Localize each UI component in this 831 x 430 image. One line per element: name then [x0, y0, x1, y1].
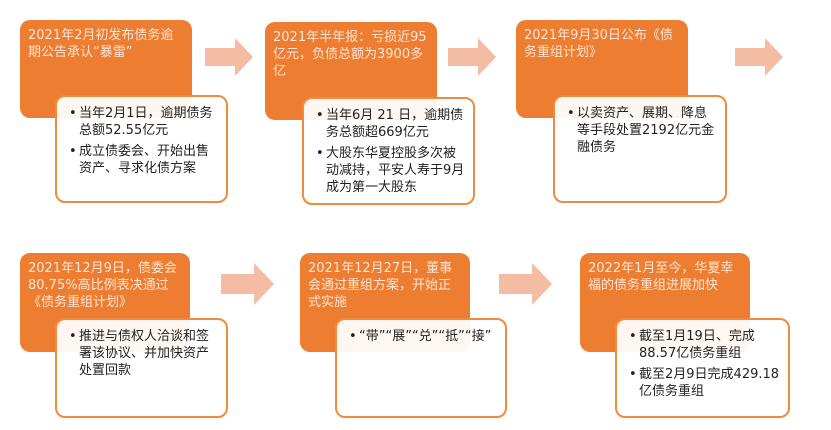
step-1-point: 当年2月1日，逾期债务总额52.55亿元: [69, 105, 218, 139]
step-4-point: 推进与债权人洽谈和签署该协议、并加快资产处置回款: [69, 328, 218, 379]
step-3-point: 以卖资产、展期、降息等手段处置2192亿元金融债务: [567, 105, 717, 156]
step-6-detail: 截至1月19日、完成88.57亿债务重组截至2月9日完成429.18亿债务重组: [615, 318, 790, 418]
step-2-detail: 当年6月 21 日，逾期债务总额超669亿元大股东华夏控股多次被动减持，平安人寿…: [302, 97, 475, 205]
step-5-point: “带”“展”“兑”“抵”“接”: [349, 328, 497, 345]
arrow-right-icon: [735, 38, 783, 76]
step-1-detail: 当年2月1日，逾期债务总额52.55亿元成立债委会、开始出售资产、寻求化债方案: [55, 95, 228, 203]
step-6-point: 截至1月19日、完成88.57亿债务重组: [629, 328, 780, 362]
step-5-detail: “带”“展”“兑”“抵”“接”: [335, 318, 507, 418]
arrow-right-icon: [220, 263, 275, 305]
step-1-point: 成立债委会、开始出售资产、寻求化债方案: [69, 143, 218, 177]
step-4-detail: 推进与债权人洽谈和签署该协议、并加快资产处置回款: [55, 318, 228, 418]
step-2-point: 当年6月 21 日，逾期债务总额超669亿元: [316, 107, 465, 141]
arrow-right-icon: [498, 263, 553, 305]
arrow-right-icon: [205, 38, 253, 76]
step-3-detail: 以卖资产、展期、降息等手段处置2192亿元金融债务: [553, 95, 727, 203]
step-6-point: 截至2月9日完成429.18亿债务重组: [629, 366, 780, 400]
arrow-right-icon: [448, 38, 496, 76]
step-2-point: 大股东华夏控股多次被动减持，平安人寿于9月成为第一大股东: [316, 145, 465, 196]
